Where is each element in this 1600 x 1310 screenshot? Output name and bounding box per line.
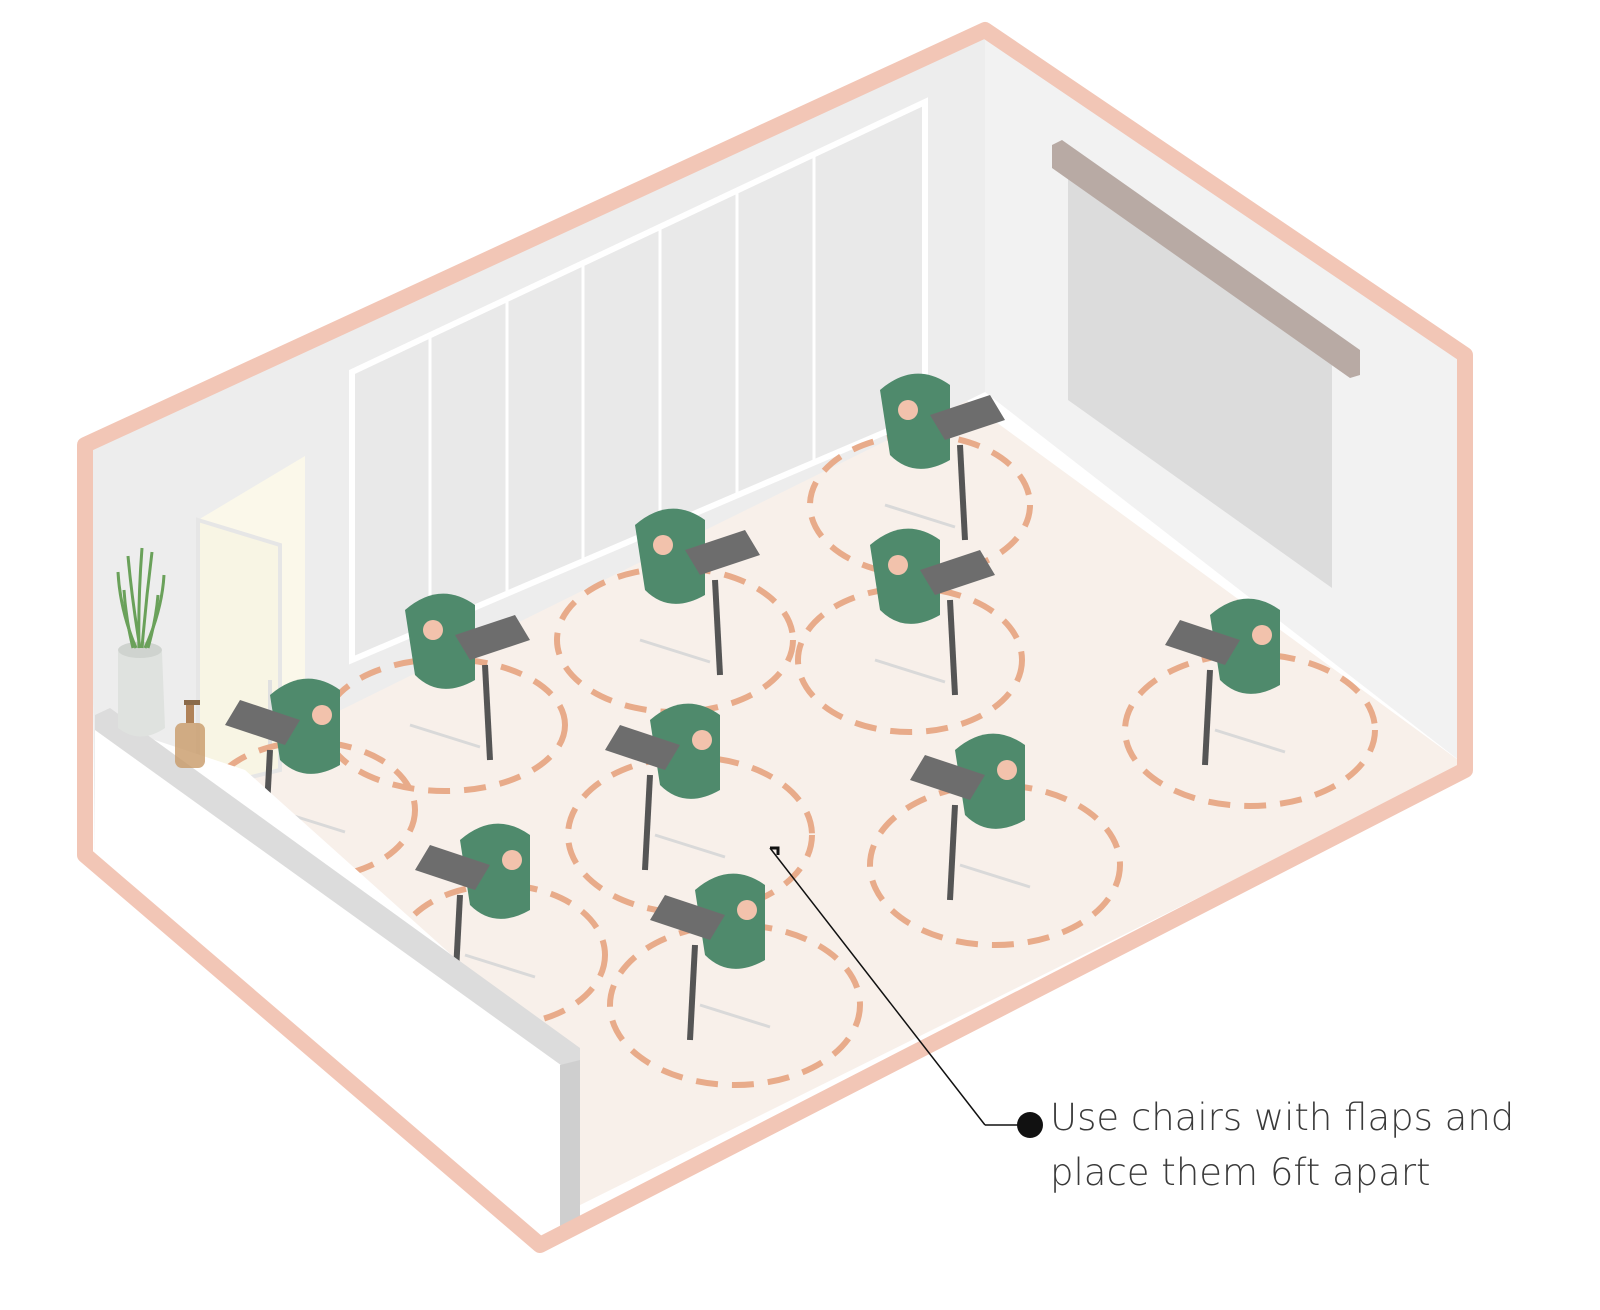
chair-leg [957, 444, 968, 541]
chair-flap [415, 845, 490, 890]
chair-leg [947, 804, 958, 901]
chair-shell [270, 678, 340, 774]
chair-shell [1210, 598, 1280, 694]
chair-base [874, 658, 946, 684]
chair-base [884, 503, 956, 529]
chair-icon [650, 873, 771, 1041]
person-marker [888, 555, 908, 575]
projector-screen-icon [1052, 140, 1360, 588]
person-marker [502, 850, 522, 870]
person-marker [312, 705, 332, 725]
chair-icon [415, 823, 536, 991]
chair-base [1214, 728, 1286, 754]
chair-base [639, 638, 711, 664]
chair-flap [930, 395, 1005, 440]
chair-base [699, 1003, 771, 1029]
chair-shell [635, 508, 705, 604]
chair-icon [635, 508, 760, 676]
room-outline [77, 22, 1473, 1253]
chair-shell [870, 528, 940, 624]
chair-base [959, 863, 1031, 889]
chair-base [654, 833, 726, 859]
chair-leg [1202, 669, 1213, 766]
chair-flap [225, 700, 300, 745]
chair-base [464, 953, 536, 979]
distance-circle [807, 432, 1033, 578]
front-partition-wall [95, 708, 580, 1235]
chair-shell [880, 373, 950, 469]
chair-leg [947, 599, 958, 696]
callout-leader [769, 846, 1043, 1138]
chair-base [409, 723, 481, 749]
chair-flap [650, 895, 725, 940]
plant-icon [116, 547, 166, 737]
chair-leg [687, 944, 698, 1041]
chair-leg [482, 664, 493, 761]
chair-icon [405, 593, 530, 761]
chair-icon [880, 373, 1005, 541]
callout-line-1: Use chairs with flaps and [1050, 1096, 1515, 1139]
person-marker [898, 400, 918, 420]
chairs [225, 373, 1286, 1041]
chair-flap [910, 755, 985, 800]
chair-flap [1165, 620, 1240, 665]
chair-icon [225, 678, 346, 846]
person-marker [423, 620, 443, 640]
chair-icon [605, 703, 726, 871]
person-marker [1252, 625, 1272, 645]
chair-shell [405, 593, 475, 689]
soap-dispenser-icon [175, 700, 205, 768]
chair-icon [870, 528, 995, 696]
chair-shell [650, 703, 720, 799]
chair-flap [685, 530, 760, 575]
chair-shell [695, 873, 765, 969]
chair-shell [955, 733, 1025, 829]
chair-shell [460, 823, 530, 919]
person-marker [737, 900, 757, 920]
chair-flap [605, 725, 680, 770]
person-marker [692, 730, 712, 750]
person-marker [997, 760, 1017, 780]
person-marker [653, 535, 673, 555]
chair-leg [712, 579, 723, 676]
chair-flap [920, 550, 995, 595]
callout-dot [1017, 1112, 1043, 1138]
chair-flap [455, 615, 530, 660]
callout-line-2: place them 6ft apart [1050, 1151, 1431, 1194]
chair-icon [910, 733, 1031, 901]
chair-leg [642, 774, 653, 871]
callout-label: Use chairs with flaps and place them 6ft… [1050, 1090, 1570, 1200]
chair-icon [1165, 598, 1286, 766]
